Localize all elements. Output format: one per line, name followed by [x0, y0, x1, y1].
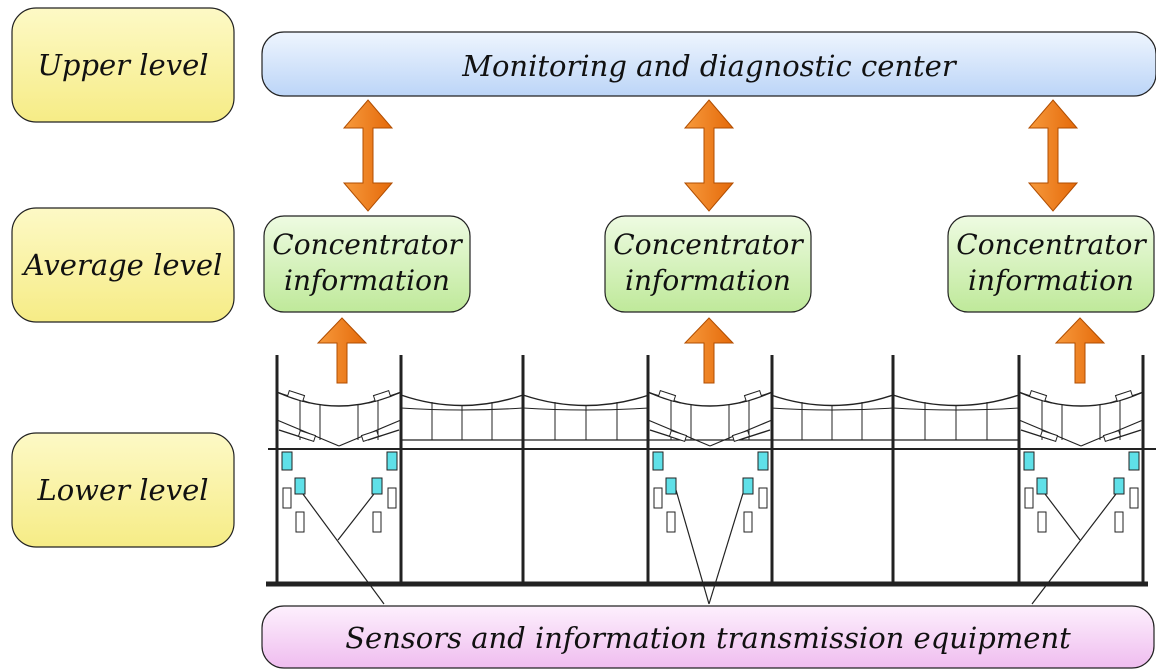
average-level-label: Average level [21, 248, 223, 282]
concentrator-label-line2: information [625, 264, 791, 297]
sensors-equipment-box: Sensors and information transmission equ… [261, 605, 1155, 669]
upper-level-label: Upper level [37, 48, 208, 82]
monitoring-center-label: Monitoring and diagnostic center [461, 49, 958, 83]
sensors-equipment-label: Sensors and information transmission equ… [345, 621, 1071, 655]
double-headed-arrow-icon [1027, 99, 1079, 212]
upper-level-box: Upper level [11, 7, 235, 123]
concentrator-box-1: Concentrator information [263, 215, 471, 313]
up-arrow-icon [316, 317, 368, 384]
concentrator-label-line2: information [968, 264, 1134, 297]
up-arrow-icon [1054, 317, 1106, 384]
concentrator-box-2: Concentrator information [604, 215, 812, 313]
double-headed-arrow-icon [683, 99, 735, 212]
concentrator-label-line1: Concentrator [272, 228, 463, 261]
lower-level-box: Lower level [11, 432, 235, 548]
double-headed-arrow-icon [342, 99, 394, 212]
concentrator-label-line1: Concentrator [613, 228, 804, 261]
pole-group-1 [275, 355, 403, 605]
pole-group-3 [1017, 355, 1145, 605]
up-arrow-icon [683, 317, 735, 384]
lower-level-label: Lower level [36, 473, 208, 507]
pole-group-2 [646, 355, 774, 605]
monitoring-center-box: Monitoring and diagnostic center [261, 31, 1156, 97]
average-level-box: Average level [11, 207, 235, 323]
concentrator-label-line1: Concentrator [956, 228, 1147, 261]
power-line-illustration [266, 355, 1156, 587]
concentrator-label-line2: information [284, 264, 450, 297]
concentrator-box-3: Concentrator information [947, 215, 1155, 313]
